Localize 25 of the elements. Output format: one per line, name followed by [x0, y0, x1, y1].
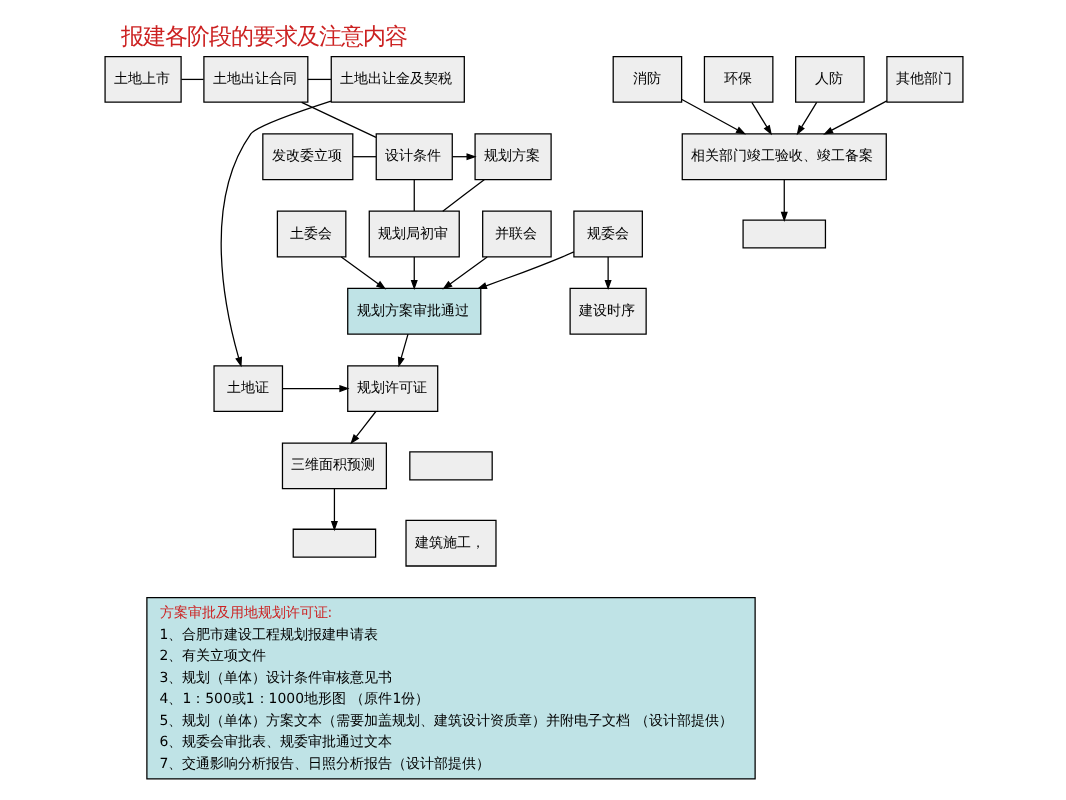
arrow [339, 256, 386, 290]
arrow [396, 333, 408, 368]
arrow [779, 178, 787, 222]
arrow [680, 98, 746, 135]
node-box [408, 451, 492, 481]
arrow [475, 251, 574, 290]
connector [412, 178, 414, 212]
arrow [795, 101, 817, 136]
connector [351, 156, 376, 158]
arrow [822, 100, 887, 135]
connector [441, 178, 485, 212]
connector [300, 101, 376, 139]
diagram-title: 报建各阶段的要求及注意内容 [120, 22, 407, 51]
connector [179, 78, 204, 81]
arrow [281, 385, 349, 393]
arrow [441, 256, 487, 290]
node-box [741, 219, 826, 249]
arrow [750, 101, 771, 136]
arrow [329, 488, 337, 532]
arrow [603, 256, 611, 291]
node-box [291, 528, 376, 558]
connector [306, 78, 331, 81]
arrow [219, 100, 331, 368]
arrow [349, 410, 376, 445]
arrow [409, 256, 417, 291]
